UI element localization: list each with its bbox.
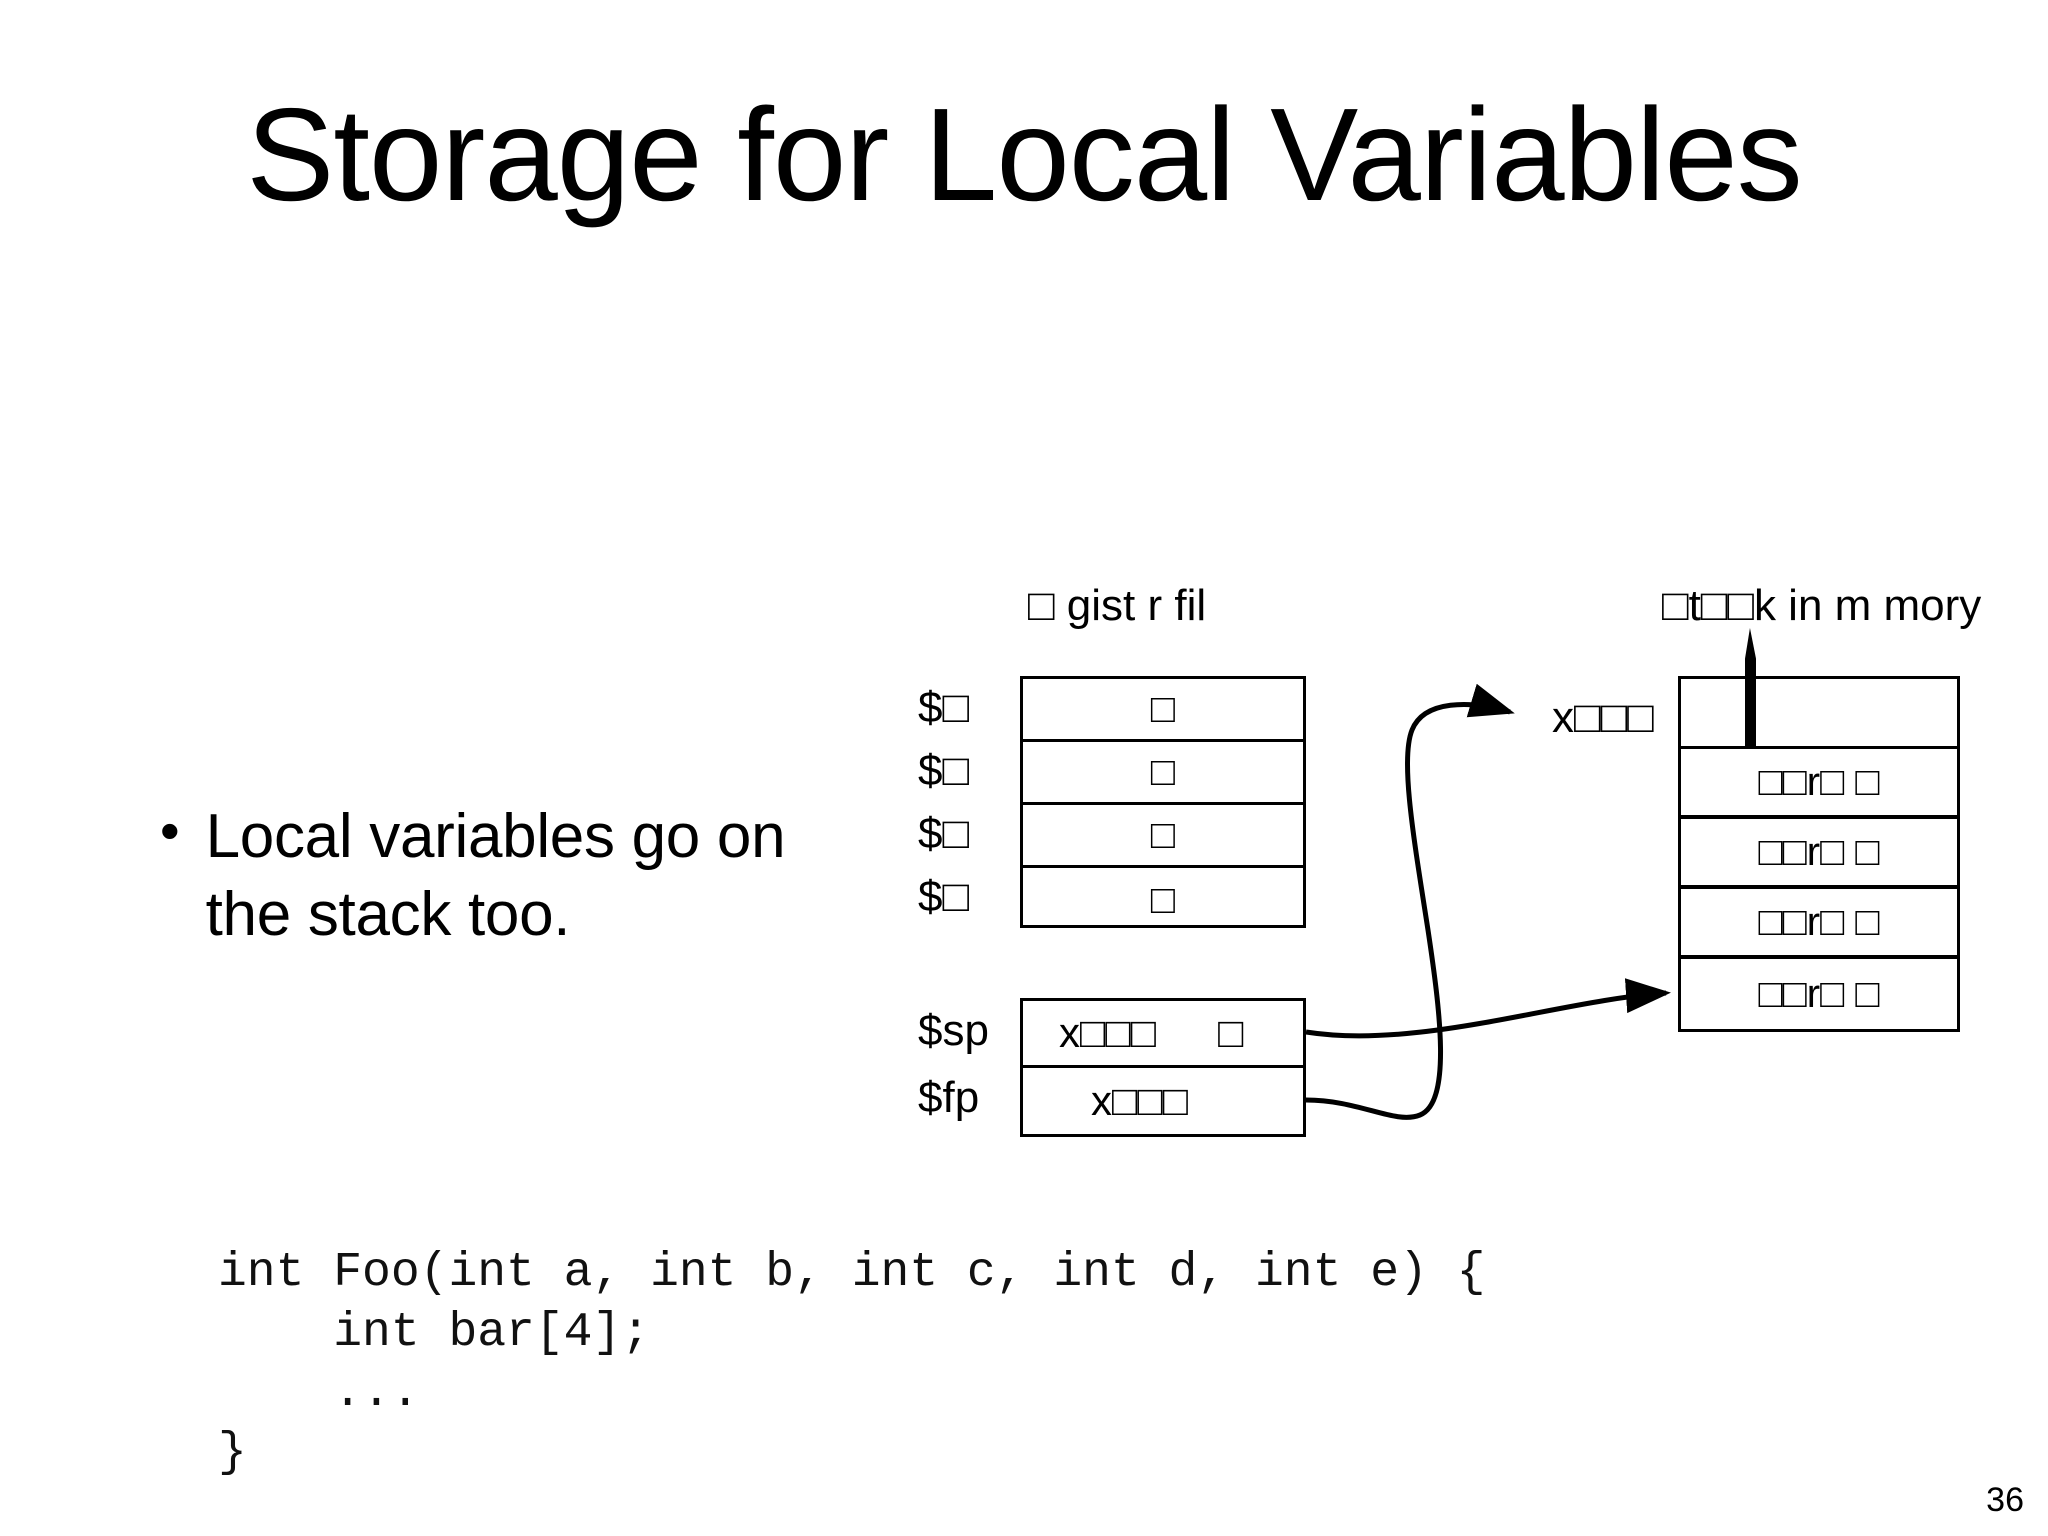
register-row: □ [1023, 742, 1303, 805]
register-name-3: $□ [918, 871, 970, 921]
bullet-item-text: Local variables go on the stack too. [205, 802, 786, 949]
register-row: □ [1023, 679, 1303, 742]
register-value-0: □ [1150, 687, 1176, 731]
register-name-column: $□ $□ $□ $□ [918, 676, 1014, 928]
register-value-2: □ [1150, 813, 1176, 857]
register-name-2: $□ [918, 808, 970, 858]
frame-pointer-value: x□□□ [1091, 1076, 1189, 1124]
register-name-1: $□ [918, 745, 970, 795]
bullet-list: • Local variables go on the stack too. [160, 798, 820, 954]
stack-cell: □□r□ □ [1681, 959, 1957, 1029]
register-file-table: □ □ □ □ [1020, 676, 1306, 928]
stack-cell: □□r□ □ [1681, 749, 1957, 819]
stack-top-pointer-icon [1745, 628, 1756, 746]
code-sample: int Foo(int a, int b, int c, int d, int … [218, 1246, 1486, 1480]
stack-value-3: □□r□ □ [1758, 900, 1880, 944]
stack-value-1: □□r□ □ [1758, 760, 1880, 804]
page-title: Storage for Local Variables [246, 81, 1802, 228]
stack-memory-table: □□r□ □ □□r□ □ □□r□ □ □□r□ □ [1678, 676, 1960, 1032]
frame-pointer-row: x□□□ [1023, 1068, 1303, 1135]
stack-pointer-row: x□□□ □ [1023, 1001, 1303, 1068]
register-row: □ [1023, 868, 1303, 931]
bullet-marker-icon: • [160, 799, 180, 862]
frame-pointer-arrow [1305, 683, 1515, 1120]
frame-pointer-label: $fp [918, 1072, 980, 1122]
pointer-register-table: x□□□ □ x□□□ [1020, 998, 1306, 1137]
register-name-0: $□ [918, 682, 970, 732]
stack-pointer-value-tail: □ [1218, 1008, 1244, 1056]
stack-pointer-label: $sp [918, 1006, 989, 1056]
pointer-register-name-column: $sp $fp [918, 998, 1014, 1137]
stack-cell: □□r□ □ [1681, 819, 1957, 889]
stack-pointer-value: x□□□ [1059, 1008, 1157, 1056]
register-value-1: □ [1150, 750, 1176, 794]
stack-value-2: □□r□ □ [1758, 830, 1880, 874]
register-value-3: □ [1150, 877, 1176, 922]
stack-cell-empty [1681, 679, 1957, 749]
memory-address-label: x□□□ [1552, 693, 1654, 742]
stack-pointer-arrow [1305, 978, 1671, 1039]
stack-caption: □t□□k in m mory [1662, 581, 1982, 630]
page-number: 36 [1986, 1481, 2024, 1519]
stack-value-4: □□r□ □ [1758, 972, 1880, 1016]
register-row: □ [1023, 805, 1303, 868]
stack-cell: □□r□ □ [1681, 889, 1957, 959]
register-file-caption: □ gist r fil [1028, 581, 1207, 630]
